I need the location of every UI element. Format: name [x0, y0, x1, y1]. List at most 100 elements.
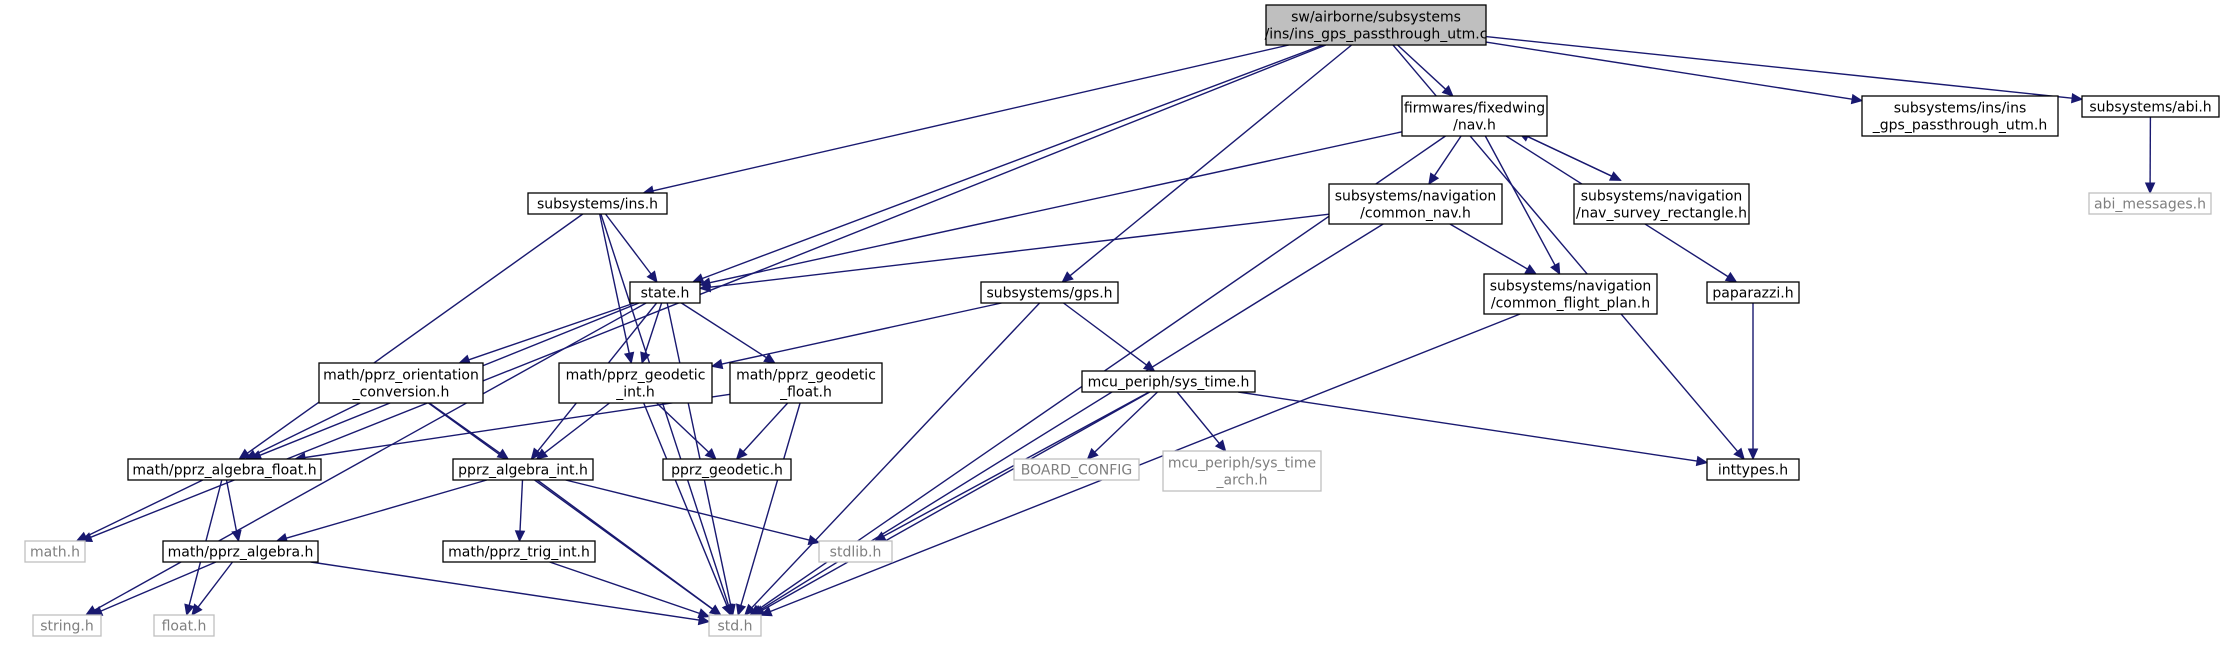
- edge-alg_h-to-std_h: [310, 561, 711, 626]
- node-alg-int-h[interactable]: pprz_algebra_int.h: [452, 458, 594, 481]
- node-label-line: abi_messages.h: [2094, 197, 2206, 213]
- edge-arrowhead: [1550, 262, 1561, 276]
- node-box: [818, 540, 893, 563]
- edge-line: [254, 402, 361, 456]
- edge-arrowhead: [710, 358, 724, 370]
- edge-sys_time_h-to-std_h: [752, 391, 1151, 616]
- node-label-line: BOARD_CONFIG: [1021, 463, 1133, 479]
- edge-arrowhead: [1441, 84, 1454, 97]
- node-gps-h[interactable]: subsystems/gps.h: [980, 281, 1119, 304]
- edge-root-to-ins_h: [642, 44, 1289, 196]
- node-label-line: math/pprz_geodetic: [736, 368, 876, 384]
- node-ins-h[interactable]: subsystems/ins.h: [527, 192, 668, 215]
- node-label-line: pprz_algebra_int.h: [458, 463, 588, 479]
- edge-line: [1484, 135, 1556, 266]
- node-abi-h[interactable]: subsystems/abi.h: [2081, 95, 2220, 118]
- edge-arrowhead: [2071, 92, 2084, 104]
- node-orient-conv-h[interactable]: math/pprz_orientation_conversion.h: [318, 362, 484, 404]
- node-geo-int-h[interactable]: math/pprz_geodetic_int.h: [558, 362, 713, 404]
- edge-line: [94, 302, 647, 611]
- edge-geo_int_h-to-pprz_geodetic_h: [656, 402, 717, 460]
- node-paparazzi-h[interactable]: paparazzi.h: [1706, 281, 1800, 304]
- edge-common_fp_h-to-std_h: [759, 313, 1521, 617]
- node-survey-rect-h[interactable]: subsystems/navigation/nav_survey_rectang…: [1573, 183, 1750, 225]
- edge-line: [100, 561, 217, 612]
- edge-line: [709, 213, 1330, 288]
- edge-line: [310, 561, 700, 621]
- edge-arrowhead: [535, 448, 549, 460]
- edge-line: [1094, 391, 1158, 453]
- node-label-line: _conversion.h: [352, 385, 450, 401]
- edge-line: [468, 302, 635, 361]
- edge-line: [85, 479, 204, 538]
- edge-arrowhead: [1061, 271, 1074, 283]
- edge-arrowhead: [1428, 172, 1440, 186]
- edges-layer: [75, 35, 2156, 626]
- node-label-line: math/pprz_algebra_float.h: [132, 463, 316, 479]
- edge-alg_int_h-to-trig_int_h: [514, 479, 526, 543]
- node-label-line: subsystems/navigation: [1335, 189, 1497, 205]
- node-box: [527, 192, 668, 215]
- edge-line: [1433, 135, 1462, 177]
- edge-line: [652, 44, 1289, 192]
- node-label-line: math/pprz_orientation: [323, 368, 479, 384]
- edge-line: [742, 402, 789, 453]
- node-label-line: /nav.h: [1453, 118, 1496, 134]
- node-label-line: pprz_geodetic.h: [671, 463, 783, 479]
- node-label-line: subsystems/navigation: [1490, 279, 1652, 295]
- edge-arrowhead: [735, 447, 748, 460]
- edge-nav_h-to-common_nav_h: [1428, 135, 1462, 186]
- node-nav-h[interactable]: firmwares/fixedwing/nav.h: [1401, 95, 1548, 137]
- edge-common_nav_h-to-common_fp_h: [1449, 223, 1538, 275]
- node-label-line: stdlib.h: [830, 545, 882, 561]
- node-math-h: math.h: [24, 540, 86, 563]
- edge-line: [1069, 44, 1353, 277]
- edge-line: [536, 479, 714, 610]
- edge-abi_h-to-abi_msgs_h: [2144, 116, 2156, 195]
- edge-gps_h-to-geo_int_h: [710, 302, 1002, 370]
- edge-arrowhead: [623, 351, 635, 365]
- node-std-h: std.h: [708, 614, 762, 637]
- node-box: [1328, 183, 1503, 225]
- node-trig-int-h[interactable]: math/pprz_trig_int.h: [442, 540, 596, 563]
- node-label-line: mcu_periph/sys_time: [1168, 456, 1316, 472]
- node-geo-float-h[interactable]: math/pprz_geodetic_float.h: [729, 362, 883, 404]
- node-common-fp-h[interactable]: subsystems/navigation/common_flight_plan…: [1483, 273, 1658, 315]
- node-ins-utm-h[interactable]: subsystems/ins/ins_gps_passthrough_utm.h: [1861, 95, 2059, 137]
- node-alg-float-h[interactable]: math/pprz_algebra_float.h: [127, 458, 322, 481]
- edge-line: [1238, 391, 1698, 462]
- node-box: [127, 458, 322, 481]
- node-inttypes-h[interactable]: inttypes.h: [1706, 458, 1800, 481]
- edge-line: [1449, 223, 1528, 270]
- node-state-h[interactable]: state.h: [629, 281, 701, 304]
- node-label-line: _float.h: [779, 385, 832, 401]
- edge-ins_h-to-alg_float_h: [238, 213, 584, 460]
- nodes-layer: sw/airborne/subsystems/ins/ins_gps_passt…: [24, 4, 2220, 637]
- node-stdlib-h: stdlib.h: [818, 540, 893, 563]
- edge-arrowhead: [191, 603, 203, 616]
- node-label-line: subsystems/ins/ins: [1894, 101, 2027, 117]
- node-label-line: state.h: [641, 286, 690, 302]
- edge-line: [565, 479, 810, 541]
- node-label-line: subsystems/abi.h: [2089, 100, 2211, 116]
- node-label-line: firmwares/fixedwing: [1404, 101, 1545, 117]
- node-box: [1013, 458, 1140, 481]
- edge-arrowhead: [1747, 448, 1759, 461]
- node-box: [1706, 458, 1800, 481]
- edge-arrowhead: [1524, 264, 1538, 275]
- edge-line: [286, 479, 487, 539]
- edge-arrowhead: [697, 608, 711, 619]
- edge-line: [643, 402, 728, 606]
- edge-alg_float_h-to-alg_h: [225, 479, 242, 543]
- edge-arrowhead: [1142, 360, 1156, 372]
- node-label-line: math/pprz_algebra.h: [168, 545, 314, 561]
- node-sys-time-h[interactable]: mcu_periph/sys_time.h: [1081, 370, 1256, 393]
- node-box: [442, 540, 596, 563]
- node-root[interactable]: sw/airborne/subsystems/ins/ins_gps_passt…: [1265, 4, 1488, 46]
- node-pprz-geodetic-h[interactable]: pprz_geodetic.h: [662, 458, 792, 481]
- edge-line: [644, 302, 663, 354]
- edge-root-to-abi_h: [1485, 35, 2084, 104]
- node-alg-h[interactable]: math/pprz_algebra.h: [162, 540, 319, 563]
- node-label-line: subsystems/ins.h: [537, 197, 658, 213]
- node-common-nav-h[interactable]: subsystems/navigation/common_nav.h: [1328, 183, 1503, 225]
